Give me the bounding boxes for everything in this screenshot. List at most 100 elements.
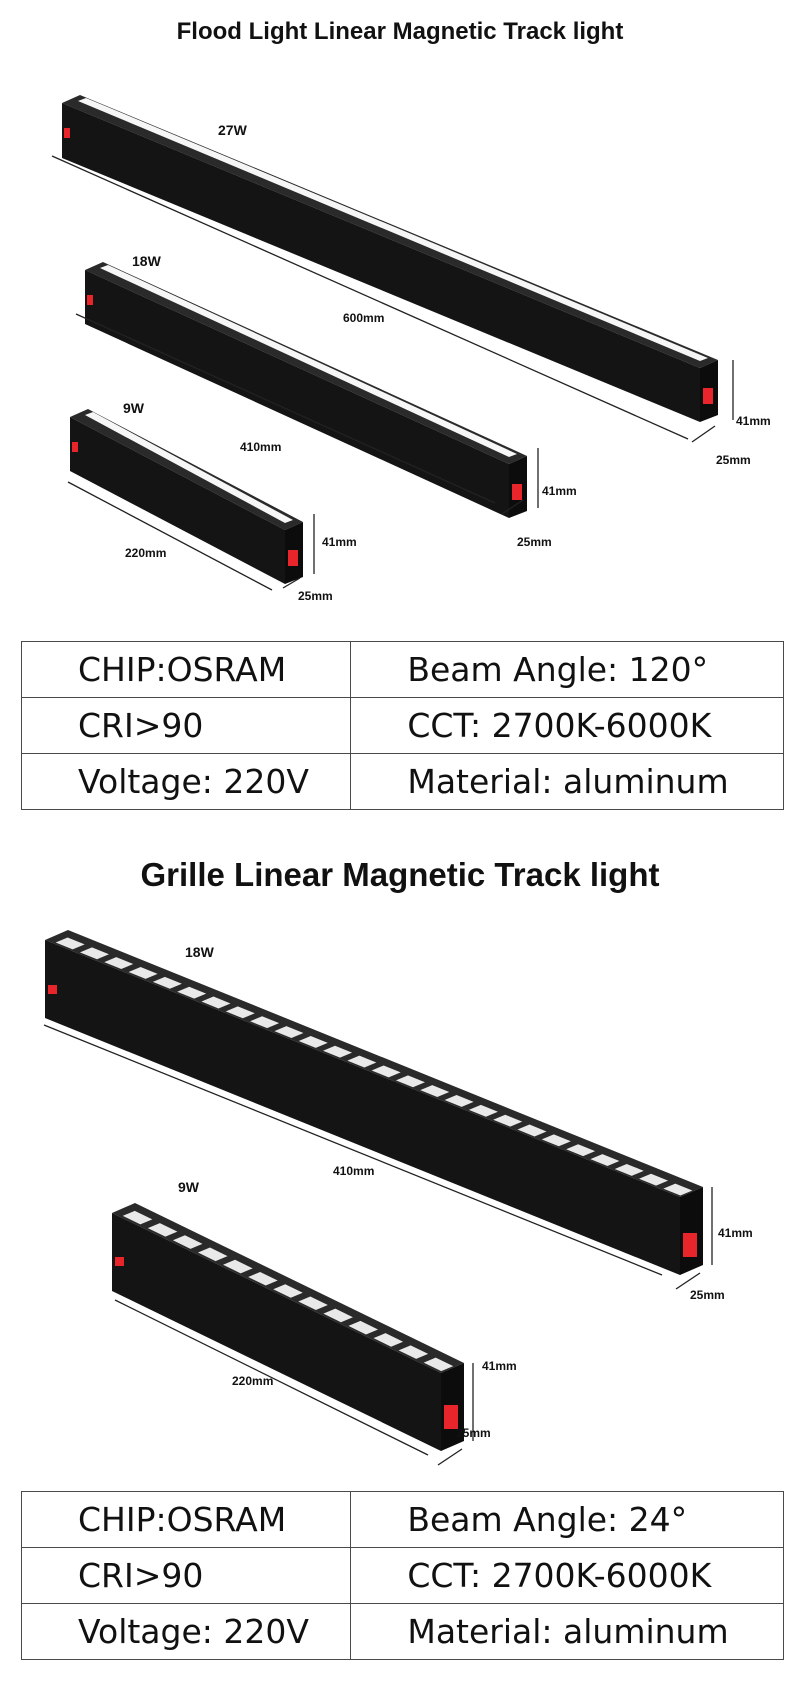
spec-row: CHIP:OSRAM Beam Angle: 120° bbox=[20, 641, 784, 698]
grille-cell bbox=[172, 1235, 203, 1249]
grille-cell bbox=[298, 1035, 328, 1048]
grille-spec-table: CHIP:OSRAM Beam Angle: 24° CRI>90 CCT: 2… bbox=[20, 1491, 784, 1660]
connector-icon bbox=[64, 128, 70, 138]
grille-cell bbox=[323, 1308, 353, 1323]
grille-cell bbox=[348, 1320, 379, 1335]
grille-cell bbox=[493, 1114, 523, 1127]
grille-bar-9w: 9W 220mm 41mm 25mm bbox=[112, 1179, 517, 1466]
grille-cell bbox=[122, 1210, 153, 1225]
connector-icon bbox=[288, 550, 298, 566]
grille-cell bbox=[614, 1163, 644, 1176]
grille-cell bbox=[323, 1045, 353, 1058]
spec-beam-angle: Beam Angle: 120° bbox=[350, 641, 784, 698]
grille-cell bbox=[444, 1095, 474, 1107]
grille-cell bbox=[128, 967, 158, 979]
grille-cell bbox=[274, 1026, 304, 1038]
grille-cell bbox=[273, 1284, 303, 1298]
grille-cell bbox=[147, 1223, 178, 1237]
flood-9w-height-label: 41mm bbox=[322, 535, 357, 549]
spec-material: Material: aluminum bbox=[350, 753, 784, 810]
spec-voltage: Voltage: 220V bbox=[20, 1603, 352, 1660]
spec-chip: CHIP:OSRAM bbox=[20, 1491, 352, 1548]
spec-row: CHIP:OSRAM Beam Angle: 24° bbox=[20, 1491, 784, 1548]
grille-cell bbox=[223, 1259, 253, 1274]
grille-cell bbox=[590, 1154, 620, 1166]
grille-9w-height-label: 41mm bbox=[482, 1359, 517, 1373]
connector-icon bbox=[683, 1233, 697, 1257]
flood-27w-length-label: 600mm bbox=[343, 311, 384, 325]
connector-icon bbox=[512, 484, 522, 500]
grille-cell bbox=[79, 947, 109, 960]
flood-9w-length-label: 220mm bbox=[125, 546, 166, 560]
spec-beam-label: Beam Angle: bbox=[407, 650, 619, 689]
flood-18w-height-label: 41mm bbox=[542, 484, 577, 498]
grille-cell bbox=[541, 1134, 571, 1147]
spec-cct: CCT: 2700K-6000K bbox=[350, 697, 784, 754]
spec-row: Voltage: 220V Material: aluminum bbox=[20, 1603, 784, 1660]
flood-27w-height-label: 41mm bbox=[736, 414, 771, 428]
grille-cell bbox=[566, 1144, 596, 1157]
grille-9w-power-label: 9W bbox=[178, 1179, 200, 1195]
spec-chip: CHIP:OSRAM bbox=[20, 641, 352, 698]
grille-cell bbox=[398, 1345, 429, 1359]
grille-cell bbox=[152, 976, 182, 989]
spec-cri: CRI>90 bbox=[20, 1547, 352, 1604]
connector-icon bbox=[115, 1257, 124, 1266]
grille-cell bbox=[55, 937, 85, 950]
grille-cell bbox=[177, 986, 207, 999]
grille-cell bbox=[420, 1085, 450, 1098]
grille-cell bbox=[371, 1065, 401, 1078]
spec-row: CRI>90 CCT: 2700K-6000K bbox=[20, 697, 784, 754]
flood-9w-width-label: 25mm bbox=[298, 589, 333, 603]
grille-cell bbox=[468, 1104, 498, 1117]
flood-27w-power-label: 27W bbox=[218, 122, 248, 138]
connector-icon bbox=[703, 388, 713, 404]
grille-9w-length-label: 220mm bbox=[232, 1374, 273, 1388]
flood-18w-width-label: 25mm bbox=[517, 535, 552, 549]
flood-9w-power-label: 9W bbox=[123, 400, 145, 416]
grille-cell bbox=[517, 1124, 547, 1137]
spec-material: Material: aluminum bbox=[350, 1603, 784, 1660]
grille-cell bbox=[663, 1183, 693, 1196]
connector-icon bbox=[48, 985, 57, 994]
grille-cell bbox=[395, 1075, 425, 1088]
grille-cell bbox=[104, 957, 134, 970]
grille-cell bbox=[201, 996, 231, 1009]
grille-cell bbox=[298, 1296, 328, 1311]
grille-cell bbox=[639, 1173, 669, 1186]
flood-27w-width-label: 25mm bbox=[716, 453, 751, 467]
flood-bar-9w: 9W 220mm 41mm 25mm bbox=[67, 400, 357, 603]
grille-bar-18w: 18W 410mm 41mm 25mm bbox=[43, 930, 753, 1302]
grille-18w-height-label: 41mm bbox=[718, 1226, 753, 1240]
grille-cell bbox=[423, 1357, 454, 1372]
spec-voltage: Voltage: 220V bbox=[20, 753, 352, 810]
flood-bar-18w: 18W 410mm 41mm 25mm bbox=[75, 253, 577, 549]
grille-cell bbox=[248, 1271, 278, 1286]
grille-cell bbox=[197, 1247, 228, 1262]
flood-spec-table: CHIP:OSRAM Beam Angle: 120° CRI>90 CCT: … bbox=[20, 641, 784, 810]
grille-section-title: Grille Linear Magnetic Track light bbox=[140, 856, 660, 893]
grille-18w-power-label: 18W bbox=[185, 944, 215, 960]
grille-cell bbox=[250, 1016, 280, 1029]
spec-cct: CCT: 2700K-6000K bbox=[350, 1547, 784, 1604]
spec-cri: CRI>90 bbox=[20, 697, 352, 754]
flood-section-title: Flood Light Linear Magnetic Track light bbox=[176, 18, 624, 45]
connector-icon bbox=[72, 442, 78, 452]
spec-beam-value: 120° bbox=[628, 650, 709, 689]
grille-cell bbox=[347, 1055, 377, 1068]
spec-beam-angle: Beam Angle: 24° bbox=[350, 1491, 784, 1548]
grille-products-diagram: 18W 410mm 41mm 25mm 9W 220mm 41mm 25mm bbox=[0, 915, 800, 1485]
spec-beam-label: Beam Angle: bbox=[407, 1500, 619, 1539]
connector-icon bbox=[444, 1405, 458, 1429]
flood-18w-length-label: 410mm bbox=[240, 440, 281, 454]
spec-beam-value: 24° bbox=[628, 1500, 688, 1539]
grille-18w-length-label: 410mm bbox=[333, 1164, 374, 1178]
flood-products-diagram: 27W 600mm 41mm 25mm 18W 410mm 41mm 25mm … bbox=[0, 70, 800, 630]
grille-18w-width-label: 25mm bbox=[690, 1288, 725, 1302]
flood-18w-power-label: 18W bbox=[132, 253, 162, 269]
grille-cell bbox=[225, 1006, 255, 1019]
grille-cell bbox=[373, 1333, 404, 1347]
flood-bar-27w: 27W 600mm 41mm 25mm bbox=[51, 95, 771, 467]
connector-icon bbox=[87, 295, 93, 305]
spec-row: CRI>90 CCT: 2700K-6000K bbox=[20, 1547, 784, 1604]
